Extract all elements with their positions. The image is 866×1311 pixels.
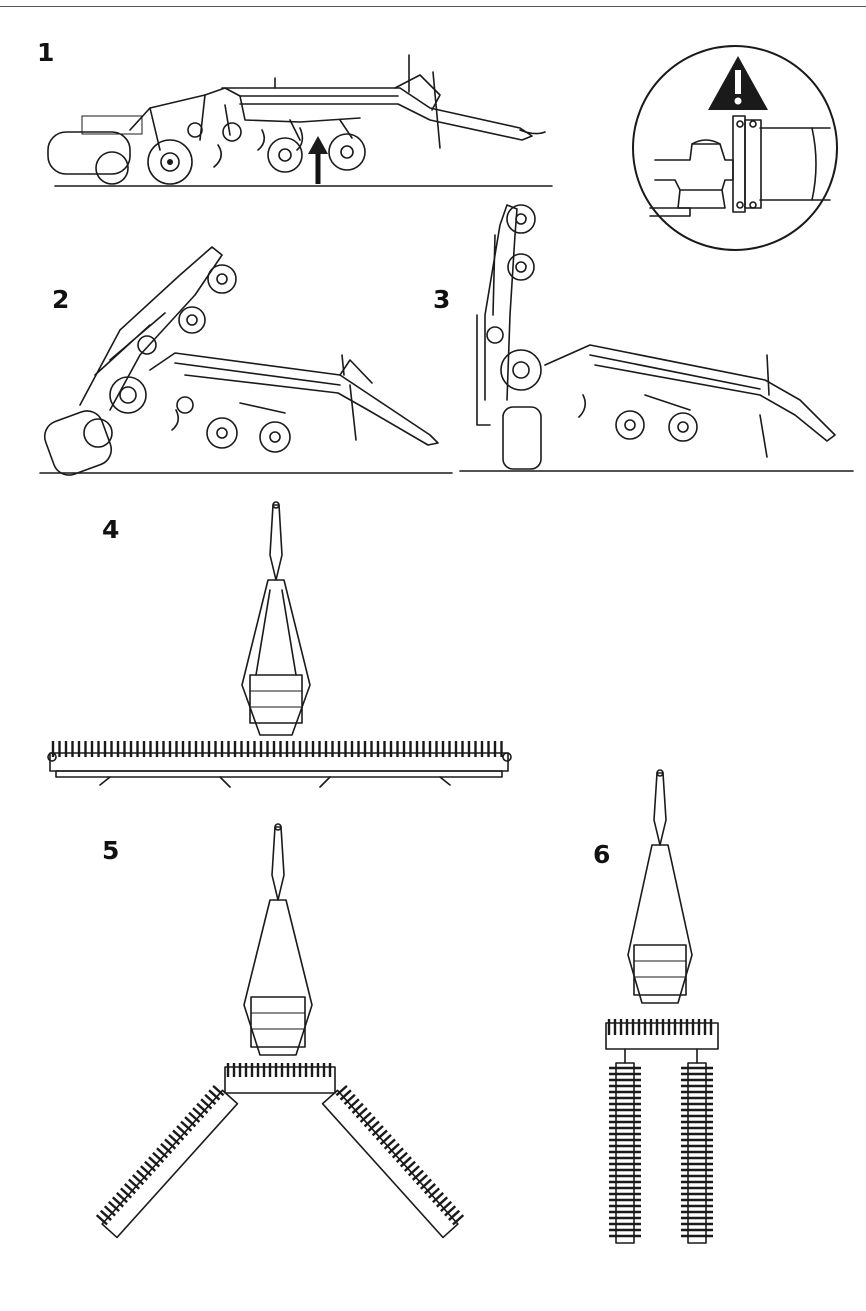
step-3-number: 3	[433, 285, 451, 314]
step-5-number: 5	[102, 836, 120, 865]
step-4-top-view	[47, 501, 512, 788]
warning-detail-panel	[630, 40, 840, 255]
step-1-number: 1	[37, 38, 55, 67]
step-6-panel: 6	[580, 765, 750, 1265]
hitch-flange-detail	[632, 45, 838, 251]
step-6-number: 6	[593, 840, 611, 869]
step-6-top-view	[605, 769, 719, 1244]
step-4-number: 4	[102, 515, 120, 544]
step-2-side-view	[39, 246, 453, 476]
step-2-number: 2	[52, 285, 70, 314]
step-3-panel: 3	[433, 195, 860, 480]
up-arrow-icon	[308, 136, 328, 184]
step-5-panel: 5	[80, 815, 480, 1245]
step-1-side-view	[47, 54, 553, 187]
step-2-panel: 2	[0, 235, 460, 480]
step-4-panel: 4	[30, 495, 530, 805]
step-5-top-view	[95, 823, 465, 1239]
step-1-panel: 1	[0, 0, 600, 200]
step-3-side-view	[459, 204, 854, 472]
warning-triangle-icon	[708, 56, 768, 110]
top-rule	[0, 6, 866, 7]
